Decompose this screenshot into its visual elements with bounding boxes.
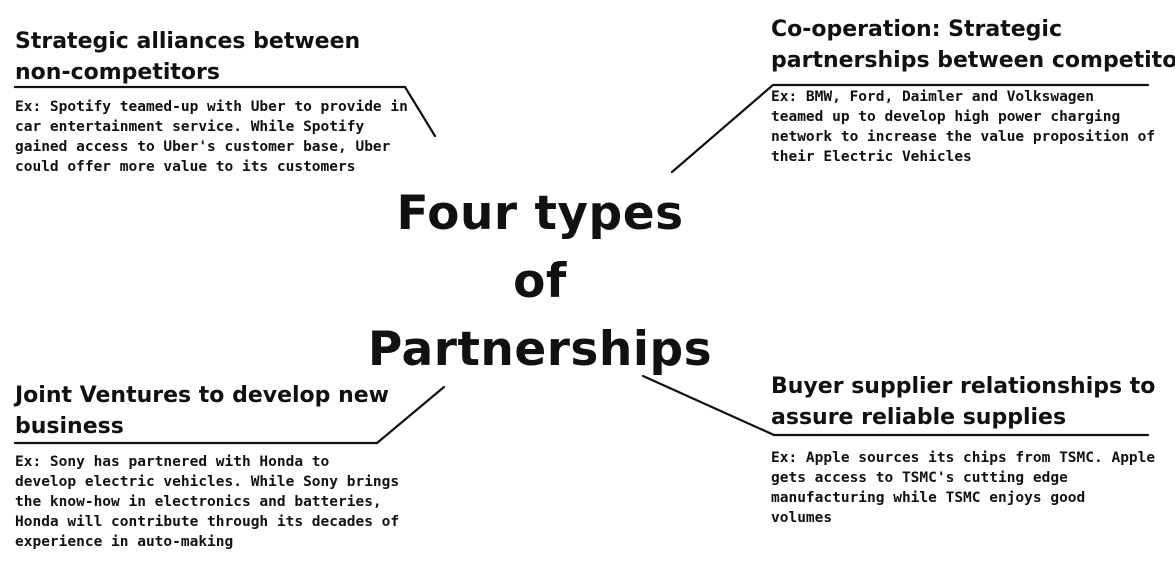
heading-line: Co-operation: Strategic bbox=[771, 17, 1062, 42]
center-title-line-2: of Partnerships bbox=[367, 254, 713, 377]
heading-line: business bbox=[15, 414, 124, 439]
heading-line: partnerships between competitors bbox=[771, 48, 1175, 73]
description-line: volumes bbox=[771, 510, 833, 526]
description-line: gets access to TSMC's cutting edge bbox=[771, 470, 1068, 486]
partnership-heading: Joint Ventures to develop new business bbox=[15, 380, 399, 442]
heading-line: Strategic alliances between bbox=[15, 29, 361, 54]
description-line: network to increase the value propositio… bbox=[771, 129, 1156, 145]
connector-br-diagonal bbox=[641, 374, 776, 437]
connector-bl-diagonal bbox=[375, 385, 446, 445]
connector-tl-diagonal bbox=[403, 85, 437, 138]
heading-line: Buyer supplier relationships to bbox=[771, 374, 1156, 399]
description-line: the know-how in electronics and batterie… bbox=[15, 494, 382, 510]
heading-line: assure reliable supplies bbox=[771, 405, 1067, 430]
partnership-description: Ex: BMW, Ford, Daimler and Volkswagen te… bbox=[771, 87, 1175, 167]
description-line: Ex: Sony has partnered with Honda to bbox=[15, 454, 330, 470]
description-line: Ex: Apple sources its chips from TSMC. A… bbox=[771, 450, 1156, 466]
heading-line: non-competitors bbox=[15, 60, 220, 85]
description-line: could offer more value to its customers bbox=[15, 159, 356, 175]
partnership-heading: Buyer supplier relationships to assure r… bbox=[771, 371, 1155, 433]
partnership-heading: Strategic alliances between non-competit… bbox=[15, 26, 408, 88]
partnership-non-competitors: Strategic alliances between non-competit… bbox=[15, 26, 408, 177]
description-line: Honda will contribute through its decade… bbox=[15, 514, 400, 530]
description-line: Ex: BMW, Ford, Daimler and Volkswagen bbox=[771, 89, 1095, 105]
description-line: gained access to Uber's customer base, U… bbox=[15, 139, 391, 155]
partnership-heading: Co-operation: Strategic partnerships bet… bbox=[771, 14, 1175, 76]
description-line: experience in auto-making bbox=[15, 534, 234, 550]
center-title-line-1: Four types bbox=[396, 186, 684, 241]
description-line: develop electric vehicles. While Sony br… bbox=[15, 474, 400, 490]
description-line: Ex: Spotify teamed-up with Uber to provi… bbox=[15, 99, 408, 115]
description-line: manufacturing while TSMC enjoys good bbox=[771, 490, 1086, 506]
partnership-description: Ex: Spotify teamed-up with Uber to provi… bbox=[15, 97, 408, 177]
partnership-joint-ventures: Joint Ventures to develop new business E… bbox=[15, 380, 399, 552]
partnership-buyer-supplier: Buyer supplier relationships to assure r… bbox=[771, 371, 1155, 528]
connector-tr-diagonal bbox=[670, 83, 775, 174]
partnership-description: Ex: Sony has partnered with Honda to dev… bbox=[15, 452, 399, 552]
partnership-description: Ex: Apple sources its chips from TSMC. A… bbox=[771, 448, 1155, 528]
partnership-competitors: Co-operation: Strategic partnerships bet… bbox=[771, 14, 1175, 167]
center-title: Four types of Partnerships bbox=[340, 180, 740, 384]
heading-line: Joint Ventures to develop new bbox=[15, 383, 389, 408]
description-line: teamed up to develop high power charging bbox=[771, 109, 1121, 125]
description-line: their Electric Vehicles bbox=[771, 149, 972, 165]
description-line: car entertainment service. While Spotify bbox=[15, 119, 365, 135]
